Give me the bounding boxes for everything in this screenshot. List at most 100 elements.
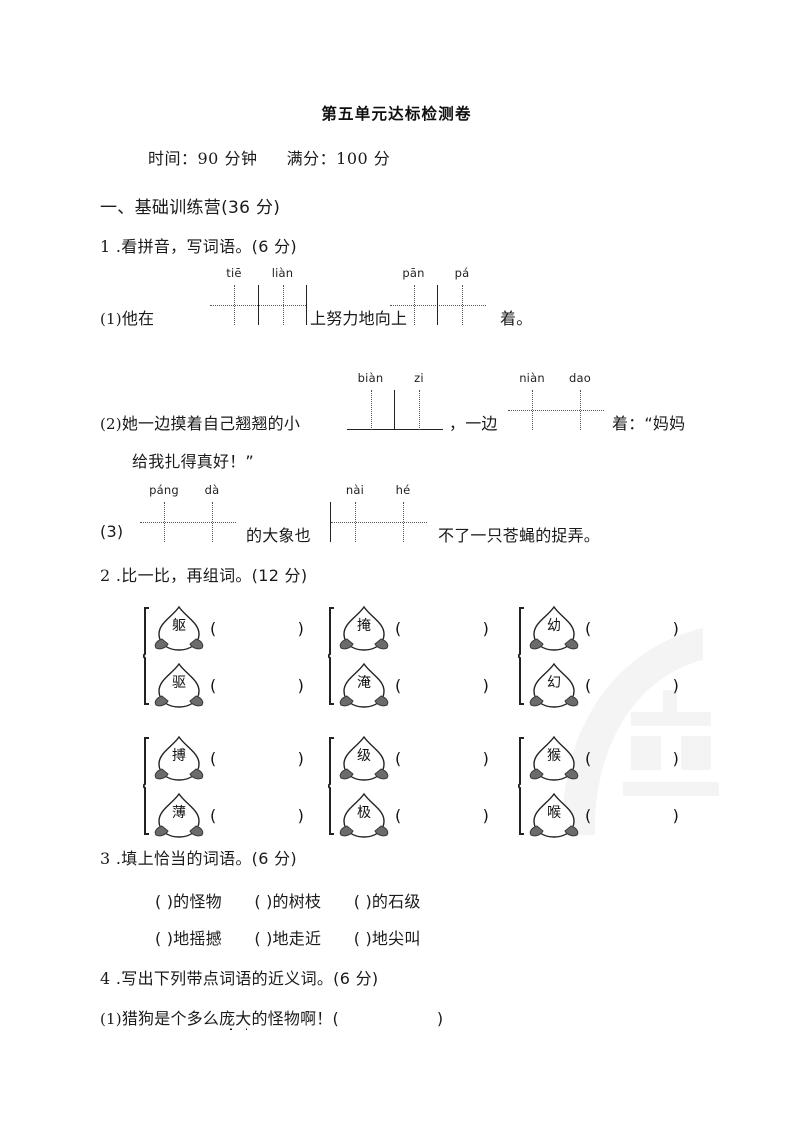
- answer-blank[interactable]: ( ): [585, 749, 679, 768]
- peach-outline-icon: [339, 735, 389, 781]
- answer-blank[interactable]: ( ): [395, 806, 489, 825]
- peach-character: 驱: [172, 674, 186, 691]
- question-1-text: 看拼音，写词语。(6 分): [121, 237, 297, 256]
- question-4-number: 4 .: [100, 969, 122, 988]
- peach-outline-icon: [529, 792, 579, 838]
- peach-shape: 极: [337, 790, 391, 842]
- q3-blank[interactable]: ( ): [353, 929, 372, 948]
- pinyin-label: páng: [149, 483, 179, 497]
- answer-blank[interactable]: ( ): [585, 806, 679, 825]
- pinyin-label: zi: [414, 371, 424, 385]
- q3-row-2: ( )地摇撼 ( )地走近 ( )地尖叫: [155, 925, 421, 949]
- answer-blank[interactable]: ( ): [210, 806, 304, 825]
- q2-pair: 猴 ( ) 喉 ( ): [518, 730, 679, 844]
- peach-outline-icon: [529, 735, 579, 781]
- pinyin-cell[interactable]: biàn: [347, 371, 395, 430]
- pinyin-cell[interactable]: liàn: [258, 266, 306, 325]
- question-1-number: 1 .: [100, 237, 122, 256]
- exam-meta: 时间：90 分钟 满分：100 分: [148, 145, 390, 169]
- answer-blank[interactable]: ( ): [210, 676, 304, 695]
- q3-blank[interactable]: ( ): [254, 892, 273, 911]
- pinyin-cell[interactable]: tiē: [210, 266, 258, 325]
- peach-outline-icon: [154, 792, 204, 838]
- pinyin-cell[interactable]: dao: [556, 371, 604, 430]
- peach-shape: 驱: [152, 660, 206, 712]
- pinyin-label: tiē: [226, 266, 242, 280]
- q2-item: 级 ( ): [337, 730, 489, 787]
- q2-item: 躯 ( ): [152, 600, 304, 657]
- q2-item: 猴 ( ): [527, 730, 679, 787]
- pinyin-label: pá: [454, 266, 470, 280]
- answer-blank[interactable]: ( ): [585, 619, 679, 638]
- pinyin-cell[interactable]: páng: [140, 483, 188, 542]
- pair-brace-icon: [518, 607, 524, 705]
- pinyin-label: dao: [569, 371, 591, 385]
- pinyin-label: hé: [395, 483, 411, 497]
- q1-item-1-grid-b[interactable]: pān pá: [390, 266, 486, 325]
- q1-item-2-grid-a[interactable]: biàn zi: [347, 371, 443, 430]
- q2-item: 薄 ( ): [152, 787, 304, 844]
- q4-item-1-index: (1): [100, 1010, 122, 1028]
- pinyin-label: nài: [345, 483, 365, 497]
- pinyin-cell[interactable]: hé: [379, 483, 427, 542]
- peach-character: 掩: [357, 617, 371, 634]
- question-3-number: 3 .: [100, 849, 122, 868]
- exam-score-label: 满分：100 分: [286, 149, 391, 168]
- question-2-text: 比一比，再组词。(12 分): [121, 566, 308, 585]
- peach-shape: 幻: [527, 660, 581, 712]
- pair-brace-icon: [143, 607, 149, 705]
- peach-character: 级: [357, 747, 371, 764]
- question-1-heading: 1 .看拼音，写词语。(6 分): [100, 233, 297, 257]
- pinyin-cell[interactable]: nài: [331, 483, 379, 542]
- q3-word: 的怪物: [173, 892, 222, 911]
- peach-outline-icon: [154, 662, 204, 708]
- page-title: 第五单元达标检测卷: [321, 104, 472, 123]
- pinyin-cell[interactable]: niàn: [508, 371, 556, 430]
- q1-item-3-text-after: 不了一只苍蝇的捉弄。: [438, 526, 601, 545]
- q2-item: 掩 ( ): [337, 600, 489, 657]
- q2-item: 驱 ( ): [152, 657, 304, 714]
- pinyin-cell[interactable]: pá: [438, 266, 486, 325]
- q1-item-3-grid-b[interactable]: nài hé: [330, 483, 427, 542]
- answer-blank[interactable]: ( ): [585, 676, 679, 695]
- q2-column-2: 掩 ( ) 淹 ( ): [328, 600, 489, 844]
- answer-blank[interactable]: ( ): [210, 619, 304, 638]
- q2-item: 搏 ( ): [152, 730, 304, 787]
- pinyin-cell[interactable]: dà: [188, 483, 236, 542]
- q3-blank[interactable]: ( ): [254, 929, 273, 948]
- pinyin-label: liàn: [271, 266, 294, 280]
- answer-blank[interactable]: ( ): [395, 749, 489, 768]
- pair-brace-icon: [328, 737, 334, 835]
- question-2-heading: 2 .比一比，再组词。(12 分): [100, 562, 307, 586]
- q1-item-1-text-middle: 上努力地向上: [310, 309, 408, 328]
- pinyin-cell[interactable]: zi: [395, 371, 443, 430]
- q1-item-2-grid-b[interactable]: niàn dao: [508, 371, 604, 430]
- q1-item-1-index: (1): [100, 310, 122, 328]
- q3-word: 地尖叫: [371, 929, 421, 948]
- peach-outline-icon: [529, 662, 579, 708]
- peach-character: 淹: [357, 674, 371, 691]
- q4-emphasis-word: 庞大: [219, 1009, 252, 1028]
- question-3-heading: 3 .填上恰当的词语。(6 分): [100, 845, 297, 869]
- q1-item-3-grid-a[interactable]: páng dà: [140, 483, 236, 542]
- q1-item-2-line: (2)她一边摸着自己翘翘的小: [100, 410, 300, 434]
- q2-item: 喉 ( ): [527, 787, 679, 844]
- answer-blank[interactable]: ( ): [210, 749, 304, 768]
- q3-row-1: ( )的怪物 ( )的树枝 ( )的石级: [155, 888, 421, 912]
- pinyin-label: pān: [402, 266, 425, 280]
- q4-blank-close[interactable]: ): [436, 1009, 444, 1028]
- q3-blank[interactable]: ( ): [353, 892, 372, 911]
- q3-blank[interactable]: ( ): [155, 929, 174, 948]
- q2-item: 淹 ( ): [337, 657, 489, 714]
- q2-column-1: 躯 ( ) 驱 ( ): [143, 600, 304, 844]
- q1-item-1-grid-a[interactable]: tiē liàn: [210, 266, 307, 325]
- q3-blank[interactable]: ( ): [155, 892, 174, 911]
- peach-shape: 掩: [337, 603, 391, 655]
- q2-pair: 级 ( ) 极 ( ): [328, 730, 489, 844]
- q4-item-1-text-before: 猎狗是个多么: [121, 1009, 220, 1028]
- q3-word: 地摇撼: [173, 929, 222, 948]
- pinyin-cell[interactable]: pān: [390, 266, 438, 325]
- answer-blank[interactable]: ( ): [395, 619, 489, 638]
- question-3-text: 填上恰当的词语。(6 分): [121, 849, 297, 868]
- answer-blank[interactable]: ( ): [395, 676, 489, 695]
